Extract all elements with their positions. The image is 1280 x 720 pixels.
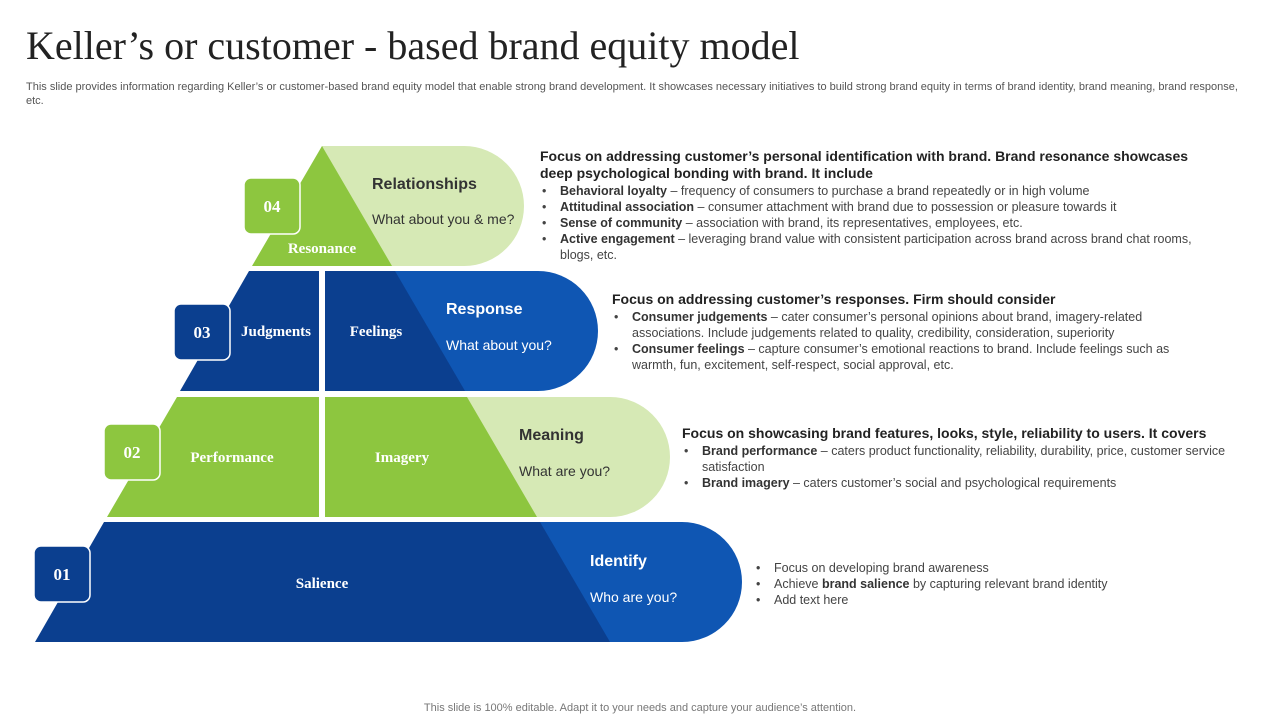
segment-performance (107, 397, 319, 517)
segment-label-imagery: Imagery (375, 450, 430, 466)
list-item: Focus on developing brand awareness (756, 560, 1234, 576)
list-item: Attitudinal association – consumer attac… (542, 199, 1200, 215)
page-title: Keller’s or customer - based brand equit… (26, 23, 800, 68)
badge-01 (33, 545, 91, 603)
segment-salience (35, 522, 610, 642)
footer-note: This slide is 100% editable. Adapt it to… (423, 702, 857, 714)
badge-04 (243, 177, 301, 235)
description-heading: Focus on showcasing brand features, look… (682, 425, 1207, 441)
description-response: Focus on addressing customer’s responses… (612, 291, 1212, 373)
list-item: Sense of community – association with br… (542, 215, 1200, 231)
segment-label-resonance: Resonance (288, 241, 357, 257)
bullet-list: Brand performance – caters product funct… (682, 443, 1247, 491)
list-item: Add text here (756, 592, 1234, 608)
badge-04-number: 04 (264, 197, 282, 216)
pill-sub-meaning: What are you? (519, 463, 611, 479)
pill-title-relationships: Relationships (372, 176, 477, 193)
bullet-list: Focus on developing brand awareness Achi… (754, 560, 1234, 608)
bullet-list: Consumer judgements – cater consumer’s p… (612, 309, 1212, 373)
list-item: Active engagement – leveraging brand val… (542, 231, 1200, 263)
pill-sub-identify: Who are you? (590, 589, 678, 605)
list-item: Behavioral loyalty – frequency of consum… (542, 183, 1200, 199)
pill-title-response: Response (446, 301, 523, 318)
badge-02-number: 02 (124, 443, 141, 462)
list-item: Brand imagery – caters customer’s social… (684, 475, 1247, 491)
pill-title-meaning: Meaning (519, 427, 584, 444)
segment-resonance (252, 146, 392, 266)
pill-title-identify: Identify (590, 553, 647, 570)
description-salience: Focus on developing brand awareness Achi… (754, 560, 1234, 608)
page-subtitle: This slide provides information regardin… (26, 81, 1238, 107)
segment-label-performance: Performance (190, 450, 274, 466)
pill-sub-response: What about you? (446, 337, 552, 353)
list-item: Consumer feelings – capture consumer’s e… (614, 341, 1212, 373)
segment-imagery (325, 397, 537, 517)
list-item: Achieve brand salience by capturing rele… (756, 576, 1234, 592)
description-resonance: Focus on addressing customer’s personal … (540, 148, 1200, 263)
list-item: Consumer judgements – cater consumer’s p… (614, 309, 1212, 341)
badge-03 (173, 303, 231, 361)
description-heading: Focus on addressing customer’s personal … (540, 148, 1189, 181)
description-heading: Focus on addressing customer’s responses… (612, 291, 1056, 307)
badge-02 (103, 423, 161, 481)
segment-judgments (180, 271, 319, 391)
badge-01-number: 01 (54, 565, 71, 584)
segment-label-judgments: Judgments (241, 324, 311, 340)
segment-label-feelings: Feelings (350, 324, 403, 340)
segment-feelings (325, 271, 465, 391)
list-item: Brand performance – caters product funct… (684, 443, 1247, 475)
description-meaning: Focus on showcasing brand features, look… (682, 425, 1247, 491)
pill-sub-relationships: What about you & me? (372, 211, 515, 227)
bullet-list: Behavioral loyalty – frequency of consum… (540, 183, 1200, 263)
segment-label-salience: Salience (296, 576, 349, 592)
badge-03-number: 03 (194, 323, 211, 342)
